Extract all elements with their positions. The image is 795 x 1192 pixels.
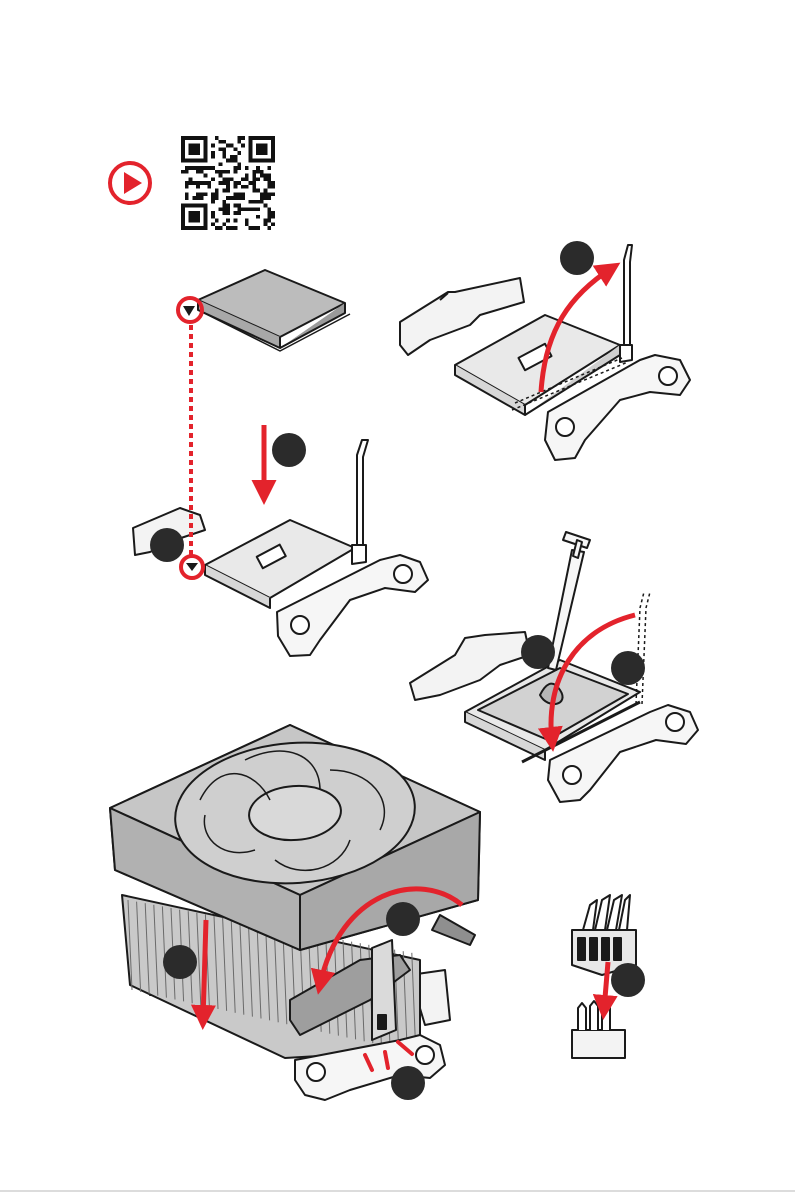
cooler-down-arrow [203,920,206,1020]
step-badge-lock-cooler-lever [386,902,420,936]
step-badge-apply-thermal-paste [521,635,555,669]
step-badge-close-lever [611,651,645,685]
step-badge-connect-fan-cable [611,963,645,997]
step-badge-hook-clip [391,1066,425,1100]
step-badge-open-lever [560,241,594,275]
cpu-cooler-illustration [110,725,480,1100]
thermal-paste-illustration [410,532,698,802]
step-badge-align-triangle [150,528,184,562]
step-badge-place-cooler [163,945,197,979]
step-badge-insert-cpu [272,433,306,467]
